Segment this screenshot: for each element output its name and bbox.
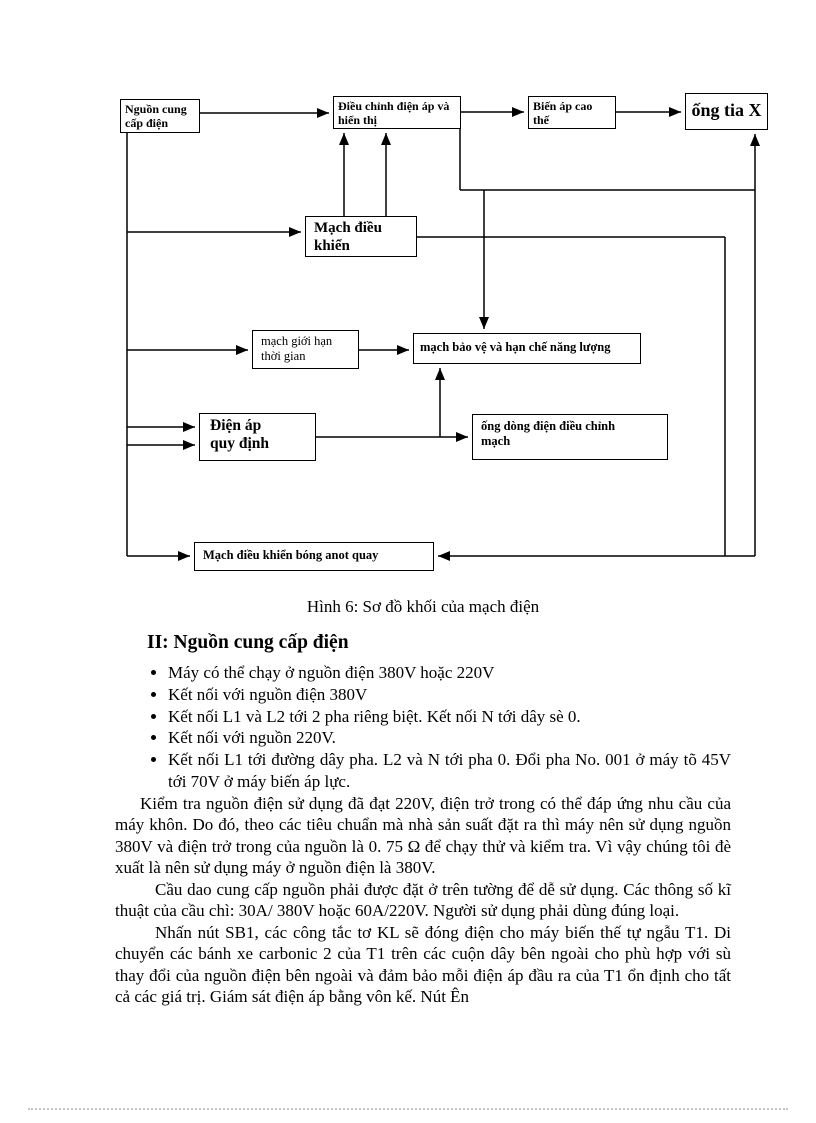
diagram-box-voltage-adjust-display: Điều chỉnh điện áp và hiển thị [333,96,461,129]
bullet-item: Kết nối L1 và L2 tới 2 pha riêng biệt. K… [168,706,731,728]
body-paragraph: Kiểm tra nguồn điện sử dụng đã đạt 220V,… [115,793,731,878]
diagram-box-anode-rotation-control: Mạch điều khiển bóng anot quay [194,542,434,571]
bullet-item: Kết nối với nguồn điện 380V [168,684,731,706]
diagram-box-tube-current-adjust: ống dòng điện điều chỉnh mạch [472,414,668,460]
bullet-list: Máy có thể chạy ở nguồn điện 380V hoặc 2… [115,662,731,793]
body-paragraph: Cầu dao cung cấp nguồn phải được đặt ở t… [115,879,731,921]
page-bottom-dotted-line [28,1108,788,1110]
figure-caption: Hình 6: Sơ đồ khối của mạch điện [306,597,540,616]
diagram-box-hv-transformer: Biến áp cao thế [528,96,616,129]
diagram-box-protection-energy-limit: mạch bảo vệ và hạn chế năng lượng [413,333,641,364]
bullet-item: Kết nối với nguồn 220V. [168,727,731,749]
diagram-connectors [126,107,760,561]
section-heading: II: Nguồn cung cấp điện [147,632,349,653]
diagram-box-power-supply: Nguồn cung cấp điện [120,99,200,133]
diagram-box-specified-voltage: Điện áp quy định [199,413,316,461]
diagram-box-xray-tube: ống tia X [685,93,768,130]
bullet-item: Kết nối L1 tới đường dây pha. L2 và N tớ… [168,749,731,793]
document-body: Hình 6: Sơ đồ khối của mạch điện II: Ngu… [0,597,816,1008]
body-paragraph: Nhấn nút SB1, các công tắc tơ KL sẽ đóng… [115,922,731,1007]
diagram-box-control-circuit: Mạch điều khiển [305,216,417,257]
bullet-item: Máy có thể chạy ở nguồn điện 380V hoặc 2… [168,662,731,684]
diagram-box-time-limit-circuit: mạch giới hạn thời gian [252,330,359,369]
block-diagram: Nguồn cung cấp điện Điều chỉnh điện áp v… [120,93,768,571]
